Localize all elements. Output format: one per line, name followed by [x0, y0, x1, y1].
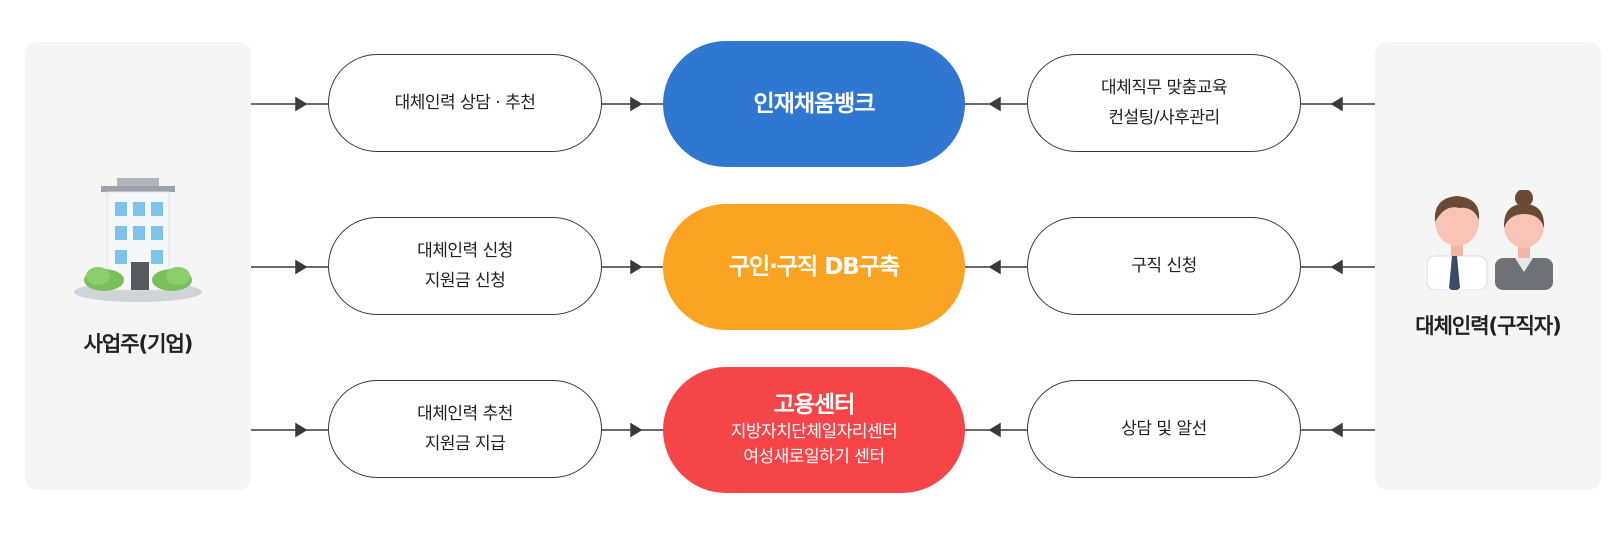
- employer-step-consult-recommend: 대체인력 상담 · 추천: [328, 54, 602, 152]
- step-text: 대체인력 상담 · 추천: [394, 93, 536, 113]
- employment-center-node: 고용센터 지방자치단체일자리센터 여성새로일하기 센터: [663, 367, 965, 493]
- step-text: 컨설팅/사후관리: [1108, 108, 1220, 128]
- step-text: 지원금 신청: [424, 271, 506, 291]
- substitute-step-consult-placement: 상담 및 알선: [1027, 380, 1301, 478]
- substitute-label: 대체인력(구직자): [1415, 314, 1561, 338]
- employer-panel: 사업주(기업): [25, 42, 251, 490]
- employer-step-application: 대체인력 신청 지원금 신청: [328, 217, 602, 315]
- substitute-panel: 대체인력(구직자): [1375, 42, 1601, 490]
- center-title: 고용센터: [773, 392, 856, 418]
- substitute-step-training: 대체직무 맞춤교육 컨설팅/사후관리: [1027, 54, 1301, 152]
- building-icon: [74, 178, 202, 302]
- step-text: 구직 신청: [1131, 256, 1197, 276]
- step-text: 대체직무 맞춤교육: [1100, 78, 1228, 98]
- step-text: 대체인력 신청: [417, 241, 513, 261]
- center-subtitle: 여성새로일하기 센터: [743, 447, 885, 467]
- step-text: 상담 및 알선: [1121, 419, 1207, 439]
- employer-step-recommend-subsidy: 대체인력 추천 지원금 지급: [328, 380, 602, 478]
- step-text: 대체인력 추천: [417, 404, 513, 424]
- talent-bank-node: 인재채움뱅크: [663, 41, 965, 167]
- step-text: 지원금 지급: [424, 434, 506, 454]
- center-title: 구인·구직 DB구축: [728, 254, 900, 280]
- employer-label: 사업주(기업): [83, 332, 194, 356]
- center-title: 인재채움뱅크: [753, 91, 876, 117]
- center-subtitle: 지방자치단체일자리센터: [730, 422, 898, 442]
- job-db-node: 구인·구직 DB구축: [663, 204, 965, 330]
- substitute-step-job-application: 구직 신청: [1027, 217, 1301, 315]
- people-icon: [1426, 190, 1553, 290]
